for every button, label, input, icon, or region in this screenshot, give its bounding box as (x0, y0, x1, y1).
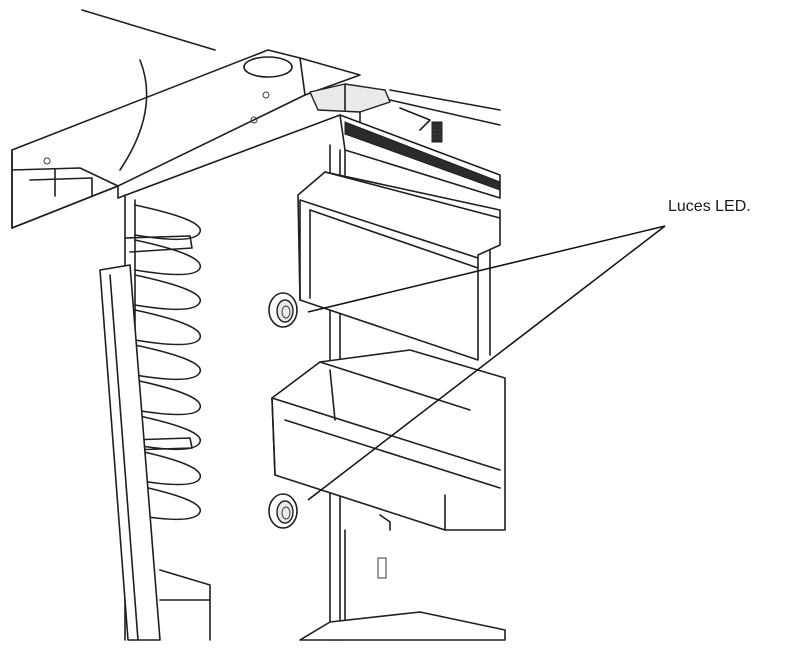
door-shelf-upper (297, 171, 501, 361)
front-left-panel (99, 264, 161, 641)
door-frame (339, 89, 501, 199)
top-hinge-plate (11, 9, 361, 229)
callout-label: Luces LED. (668, 198, 751, 215)
leader-line-upper (307, 225, 666, 313)
led-light-lower (268, 493, 298, 529)
door-shelf-lower (271, 349, 506, 531)
led-light-upper (268, 292, 298, 328)
door-shelf-bottom (299, 514, 506, 641)
hinge (309, 83, 391, 123)
leader-line-lower (307, 225, 666, 501)
